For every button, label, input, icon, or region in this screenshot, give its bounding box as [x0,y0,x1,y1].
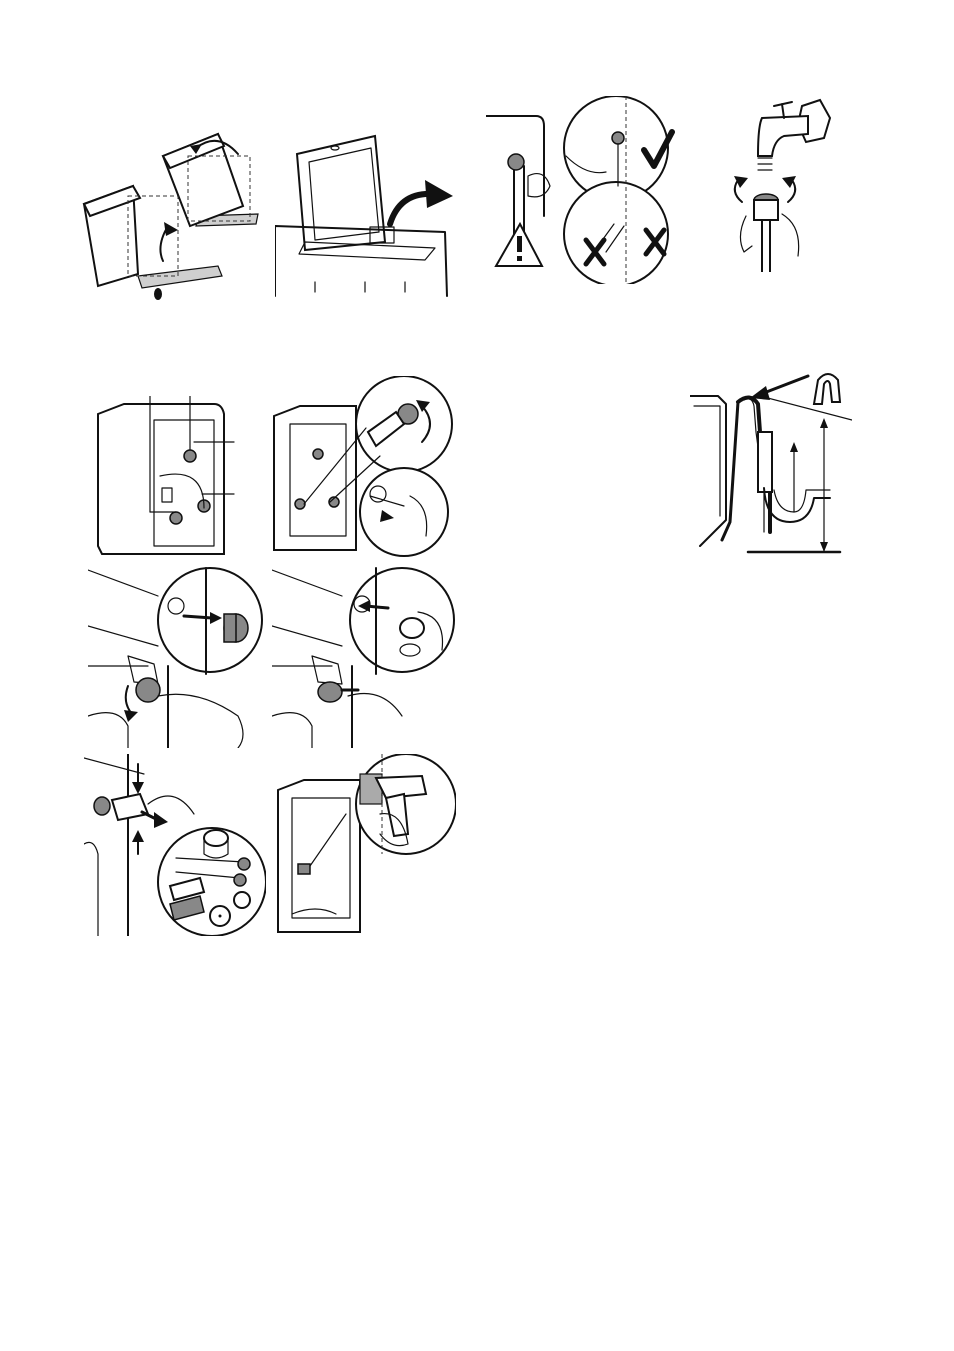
figure-open-lid [275,132,455,302]
figure-insert-plug [88,566,264,748]
figure-remove-bolts-wrench [270,376,454,558]
figure-tap-connection [722,96,832,272]
figure-drain-hose-sink [690,372,852,558]
figure-inlet-hose-angle [486,96,676,284]
figure-unpack-tilt [78,126,266,306]
figure-hose-clip [276,754,456,936]
figure-rear-bolts [94,396,244,558]
figure-insert-cap [272,566,456,748]
figure-spacer-removal [84,754,266,936]
